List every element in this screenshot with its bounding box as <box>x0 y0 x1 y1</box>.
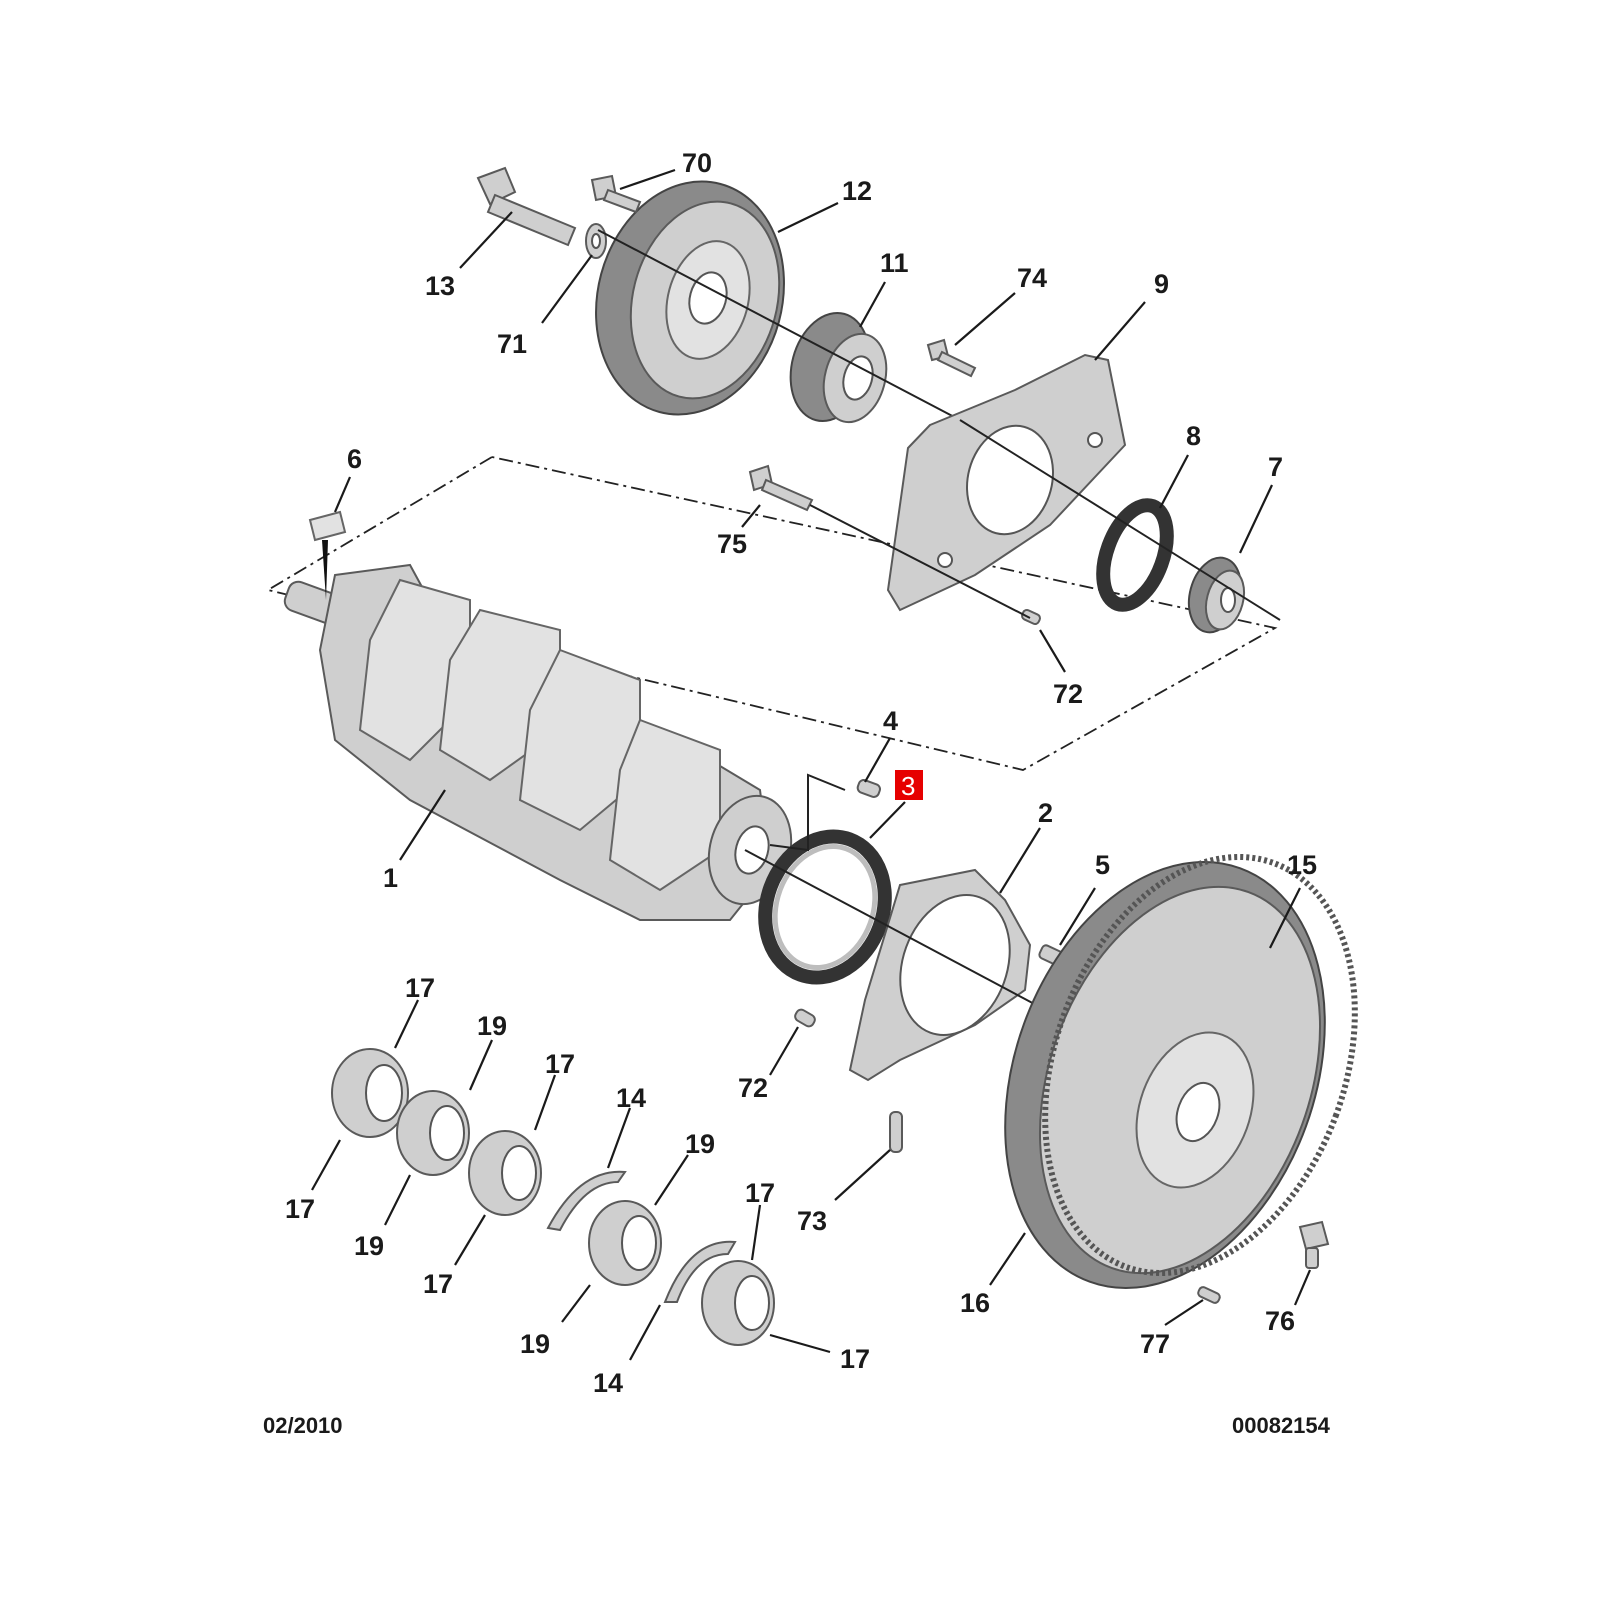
assembly-dashed-outline <box>265 456 1278 771</box>
cover-axis-line <box>959 419 1281 621</box>
flywheel-bolt-76[interactable] <box>1298 1220 1330 1269</box>
dowel-4-bracket <box>769 773 846 852</box>
callout-7: 7 <box>1268 452 1283 482</box>
callout-19-b: 19 <box>685 1129 715 1159</box>
bolt-74[interactable] <box>926 338 977 378</box>
dowel-72-top[interactable] <box>1021 608 1042 626</box>
callout-15: 15 <box>1287 850 1317 880</box>
callout-14-b: 14 <box>593 1368 623 1398</box>
dowel-73[interactable] <box>889 1111 903 1153</box>
callout-17-f: 17 <box>840 1344 870 1374</box>
washer-71[interactable] <box>585 223 607 259</box>
callout-6: 6 <box>347 444 362 474</box>
callout-9: 9 <box>1154 269 1169 299</box>
ring-gear-15[interactable] <box>990 813 1410 1316</box>
crankshaft-1[interactable] <box>282 563 803 921</box>
bolt-70[interactable] <box>590 174 642 214</box>
timing-sprocket-11[interactable] <box>779 304 896 430</box>
footer-date: 02/2010 <box>263 1413 343 1438</box>
callout-8: 8 <box>1186 421 1201 451</box>
callout-13: 13 <box>425 271 455 301</box>
callout-74: 74 <box>1017 263 1047 293</box>
dowel-77[interactable] <box>1197 1286 1221 1304</box>
callout-17-a: 17 <box>405 973 435 1003</box>
flywheel-16[interactable] <box>949 817 1381 1333</box>
crank-sprocket-7[interactable] <box>1181 552 1250 638</box>
callout-19-a: 19 <box>477 1011 507 1041</box>
callout-73: 73 <box>797 1206 827 1236</box>
footer-reference: 00082154 <box>1232 1413 1331 1438</box>
callout-2: 2 <box>1038 798 1053 828</box>
key-pointer <box>322 540 328 600</box>
timing-cover-9[interactable] <box>886 353 1127 612</box>
callout-17-e: 17 <box>423 1269 453 1299</box>
callout-19-c: 19 <box>354 1231 384 1261</box>
callout-1: 1 <box>383 863 398 893</box>
callout-4: 4 <box>883 706 898 736</box>
callout-75: 75 <box>717 529 747 559</box>
callout-11: 11 <box>880 248 909 278</box>
callout-3-highlighted[interactable]: 3 <box>895 770 923 801</box>
callout-12: 12 <box>842 176 872 206</box>
thrust-washer-14-b[interactable] <box>663 1240 737 1303</box>
callout-72-bottom: 72 <box>738 1073 768 1103</box>
bearing-shell-19-b[interactable] <box>588 1200 662 1286</box>
bolt-75[interactable] <box>748 464 814 512</box>
callout-71: 71 <box>497 329 527 359</box>
crank-pulley-12[interactable] <box>571 160 810 436</box>
bearing-shell-17-a[interactable] <box>331 1048 409 1138</box>
callout-17-b: 17 <box>545 1049 575 1079</box>
callout-17-c: 17 <box>745 1178 775 1208</box>
callout-77: 77 <box>1140 1329 1170 1359</box>
dowel-72-bottom[interactable] <box>793 1008 816 1028</box>
callout-19-d: 19 <box>520 1329 550 1359</box>
bearing-shell-17-b[interactable] <box>468 1130 542 1216</box>
callout-72-top: 72 <box>1053 679 1083 709</box>
bolt-13[interactable] <box>476 166 577 247</box>
leader-lines <box>311 168 1312 1361</box>
callout-5: 5 <box>1095 850 1110 880</box>
oil-seal-8[interactable] <box>1091 497 1179 614</box>
woodruff-key-6[interactable] <box>308 510 347 542</box>
rear-oil-seal-3[interactable] <box>746 820 904 995</box>
callout-17-d: 17 <box>285 1194 315 1224</box>
top-axis-line <box>597 229 961 421</box>
thrust-washer-14-a[interactable] <box>546 1170 627 1232</box>
callout-14-a: 14 <box>616 1083 646 1113</box>
callout-16: 16 <box>960 1288 990 1318</box>
bolt-axis-line <box>809 504 1031 619</box>
callout-70: 70 <box>682 148 712 178</box>
callout-3-badge <box>895 770 923 800</box>
bearing-shell-19-a[interactable] <box>396 1090 470 1176</box>
seal-carrier-2[interactable] <box>848 868 1032 1082</box>
callout-3: 3 <box>901 771 915 801</box>
bearing-shell-17-c[interactable] <box>701 1260 775 1346</box>
dowel-4[interactable] <box>856 779 881 799</box>
callout-76: 76 <box>1265 1306 1295 1336</box>
